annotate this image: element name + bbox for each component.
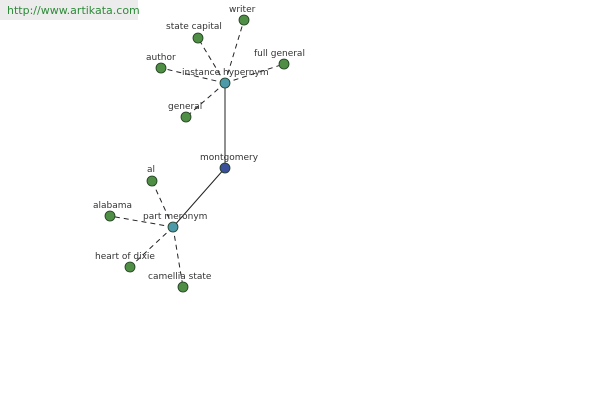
node-full-general[interactable] bbox=[278, 58, 290, 70]
node-label-al[interactable]: al bbox=[147, 165, 155, 175]
edge-montgomery-to-part-meronym bbox=[172, 167, 226, 228]
node-alabama[interactable] bbox=[104, 210, 116, 222]
edge-part-meronym-to-alabama bbox=[109, 215, 174, 228]
node-label-full-general[interactable]: full general bbox=[254, 49, 305, 59]
node-label-author[interactable]: author bbox=[146, 53, 176, 63]
node-state-capital[interactable] bbox=[192, 32, 204, 44]
node-camellia-state[interactable] bbox=[177, 281, 189, 293]
edge-instance-hypernym-to-writer bbox=[224, 19, 245, 84]
node-instance-hypernym[interactable] bbox=[219, 77, 231, 89]
nodes-layer bbox=[104, 14, 290, 293]
edges-layer bbox=[109, 19, 285, 288]
node-label-alabama[interactable]: alabama bbox=[93, 201, 132, 211]
labels-layer: montgomery instance hypernym part meronym w… bbox=[93, 5, 305, 282]
node-label-general[interactable]: general bbox=[168, 102, 202, 112]
edge-part-meronym-to-camellia-state bbox=[172, 226, 184, 288]
node-montgomery[interactable] bbox=[219, 162, 231, 174]
node-al[interactable] bbox=[146, 175, 158, 187]
url-banner-text[interactable]: http://www.artikata.com bbox=[7, 4, 140, 17]
node-label-montgomery[interactable]: montgomery bbox=[200, 153, 259, 163]
node-label-heart-of-dixie[interactable]: heart of dixie bbox=[95, 252, 155, 262]
edge-instance-hypernym-to-full-general bbox=[224, 63, 285, 84]
edge-instance-hypernym-to-author bbox=[160, 67, 226, 84]
node-label-state-capital[interactable]: state capital bbox=[166, 22, 222, 32]
node-general[interactable] bbox=[180, 111, 192, 123]
node-part-meronym[interactable] bbox=[167, 221, 179, 233]
node-label-writer[interactable]: writer bbox=[229, 5, 256, 15]
edge-part-meronym-to-heart-of-dixie bbox=[129, 226, 174, 268]
node-writer[interactable] bbox=[238, 14, 250, 26]
node-author[interactable] bbox=[155, 62, 167, 74]
node-label-camellia-state[interactable]: camellia state bbox=[148, 272, 212, 282]
node-heart-of-dixie[interactable] bbox=[124, 261, 136, 273]
node-label-part-meronym[interactable]: part meronym bbox=[143, 212, 207, 222]
url-banner[interactable]: http://www.artikata.com bbox=[0, 0, 140, 20]
node-label-instance-hypernym[interactable]: instance hypernym bbox=[182, 68, 269, 78]
